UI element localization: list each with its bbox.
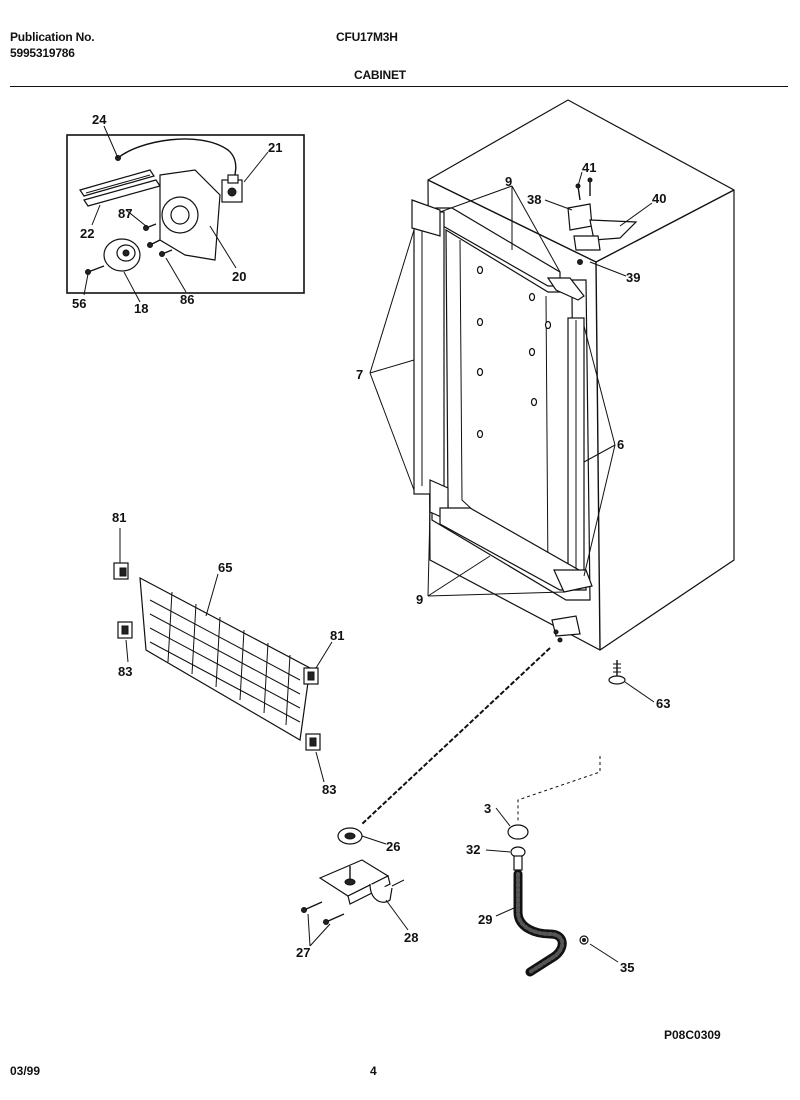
tube-clip-part	[579, 935, 589, 945]
callout-7: 7	[356, 367, 363, 382]
callout-27: 27	[296, 945, 310, 960]
callout-65: 65	[218, 560, 232, 575]
callout-22: 22	[80, 226, 94, 241]
model-number: CFU17M3H	[336, 30, 398, 44]
drawing-code: P08C0309	[664, 1028, 721, 1042]
callout-86: 86	[180, 292, 194, 307]
inset-frame	[66, 134, 305, 294]
callout-81-left: 81	[112, 510, 126, 525]
callout-39: 39	[626, 270, 640, 285]
callout-87: 87	[118, 206, 132, 221]
breaker-strip-bottom	[429, 479, 593, 593]
callout-56: 56	[72, 296, 86, 311]
callout-20: 20	[232, 269, 246, 284]
callout-32: 32	[466, 842, 480, 857]
drain-fitting-part	[510, 846, 526, 871]
inset-screws	[85, 223, 173, 275]
breaker-strip-right	[567, 317, 585, 581]
callout-21: 21	[268, 140, 282, 155]
callout-6: 6	[617, 437, 624, 452]
drain-leaders	[307, 807, 619, 963]
cabinet-leaders	[369, 171, 655, 703]
drain-alignment-line	[517, 756, 601, 822]
callout-83-right: 83	[322, 782, 336, 797]
hinge-bushing-part	[337, 827, 363, 845]
grille-leaders	[119, 528, 333, 783]
breaker-strip-left	[411, 199, 445, 495]
bottom-hinge-part	[318, 859, 393, 905]
heater-strip-part	[79, 169, 161, 207]
callout-40: 40	[652, 191, 666, 206]
fan-blade-part	[103, 238, 141, 272]
hinge-screws	[301, 901, 345, 925]
callout-9-top: 9	[505, 174, 512, 189]
hinge-alignment-line	[361, 647, 551, 825]
drain-plug-part	[507, 824, 529, 840]
callout-63: 63	[656, 696, 670, 711]
grille-clips	[113, 562, 321, 751]
inset-detail: 24 21 87 22 20 56 18 86	[66, 112, 305, 316]
callout-35: 35	[620, 960, 634, 975]
callout-29: 29	[478, 912, 492, 927]
callout-26: 26	[386, 839, 400, 854]
callout-38: 38	[527, 192, 541, 207]
callout-18: 18	[134, 301, 148, 316]
callout-3: 3	[484, 801, 491, 816]
section-title: CABINET	[354, 68, 406, 82]
header-rule	[10, 86, 788, 87]
grille-part	[113, 562, 321, 751]
callout-83-left: 83	[118, 664, 132, 679]
callout-9-bottom: 9	[416, 592, 423, 607]
revision-date: 03/99	[10, 1064, 41, 1078]
wire-part	[117, 138, 237, 186]
fan-bracket-part	[159, 169, 221, 261]
page-number: 4	[370, 1064, 377, 1078]
callout-41: 41	[582, 160, 596, 175]
top-hinge-assembly	[567, 177, 638, 265]
callout-81-right: 81	[330, 628, 344, 643]
publication-number: 5995319786	[10, 46, 75, 60]
publication-label: Publication No.	[10, 30, 95, 44]
fan-motor-part	[221, 174, 243, 203]
callout-28: 28	[404, 930, 418, 945]
cabinet-part	[411, 99, 735, 685]
shelf-holes	[476, 265, 552, 439]
bottom-hinge-bracket	[551, 615, 581, 643]
callout-24: 24	[92, 112, 107, 127]
leveling-leg-part	[608, 660, 626, 685]
